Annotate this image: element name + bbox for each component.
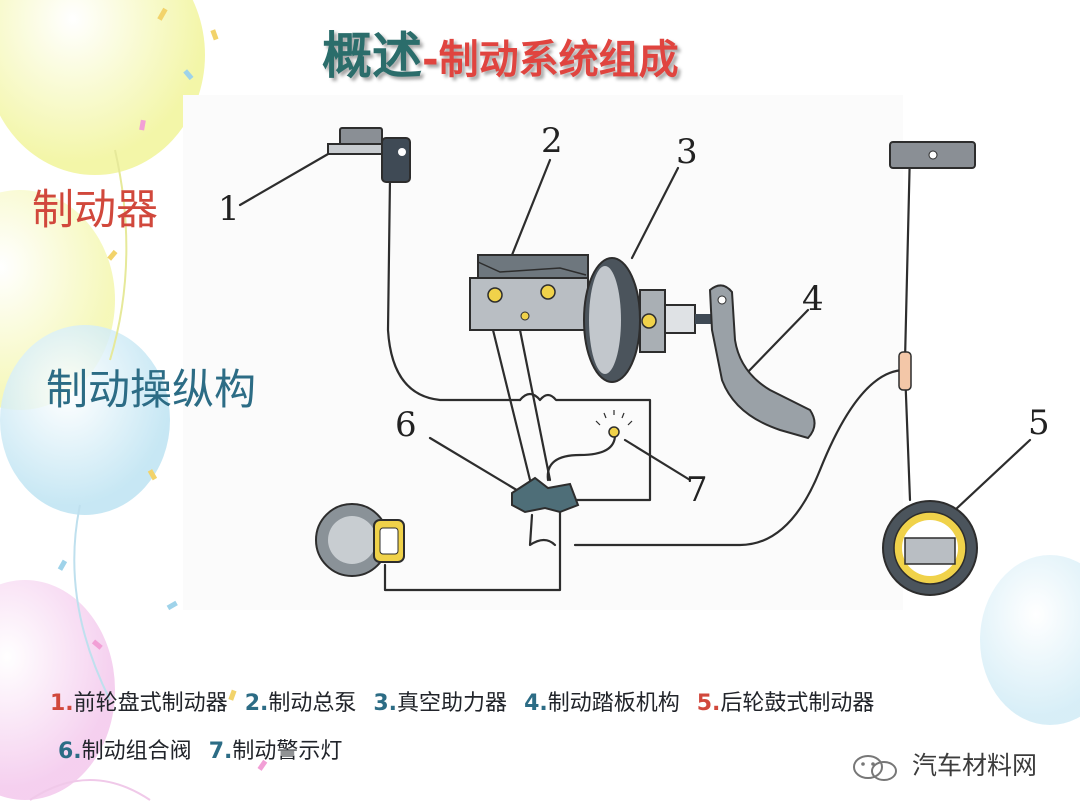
leader-7 — [623, 438, 692, 482]
legend-num-4: 4. — [524, 691, 548, 716]
label-control: 制动操纵构 — [46, 365, 257, 414]
watermark-text: 汽车材料网 — [911, 751, 1037, 780]
rear-drum-brake — [882, 500, 978, 596]
brake-line-front-top — [386, 176, 522, 402]
leader-6 — [428, 436, 522, 494]
legend-text-3: 真空助力器 — [397, 691, 508, 716]
brake-line-valve-down — [383, 508, 562, 592]
title-sub: 制动系统组成 — [438, 37, 679, 83]
legend-text-4: 制动踏板机构 — [547, 691, 680, 716]
diagram-number-5: 5 — [1028, 403, 1050, 443]
vacuum-booster — [583, 257, 720, 383]
brake-line-pump-1 — [491, 328, 532, 482]
legend-text-2: 制动总泵 — [268, 691, 357, 716]
leader-3 — [630, 166, 680, 260]
legend-text-5: 后轮鼓式制动器 — [720, 691, 875, 716]
title-main: 概述 — [322, 27, 422, 85]
diagram-number-7: 7 — [686, 470, 708, 510]
label-brake: 制动器 — [32, 185, 159, 234]
leader-2 — [508, 158, 552, 262]
pedal-mount — [889, 141, 976, 169]
legend-line-1: 1.前轮盘式制动器 2.制动总泵 3.真空助力器 4.制动踏板机构 5.后轮鼓式… — [50, 685, 884, 717]
brake-line-valve-left — [528, 513, 557, 547]
rear-line-fitting — [898, 351, 912, 391]
diagram-panel — [183, 95, 903, 610]
legend-text-6: 制动组合阀 — [81, 739, 192, 764]
legend-num-1: 1. — [50, 691, 74, 716]
diagram-number-2: 2 — [541, 121, 563, 161]
front-disc-brake — [315, 503, 405, 577]
legend-num-2: 2. — [244, 691, 269, 716]
legend-num-7: 7. — [208, 739, 233, 764]
diagram-number-6: 6 — [395, 405, 417, 445]
brake-line-rear — [573, 368, 907, 547]
watermark: 汽车材料网 — [848, 746, 1037, 783]
diagram-number-3: 3 — [676, 132, 698, 172]
leader-5 — [953, 438, 1032, 512]
brake-line-pump-2 — [518, 328, 552, 482]
wechat-icon — [853, 755, 897, 781]
leader-1 — [238, 148, 337, 207]
brake-line-pedal-up — [903, 148, 912, 362]
title-dash: - — [422, 37, 439, 83]
diagram-number-4: 4 — [802, 279, 824, 319]
diagram-number-1: 1 — [218, 189, 240, 229]
front-caliper-top — [327, 127, 411, 183]
legend-line-2: 6.制动组合阀 7.制动警示灯 — [58, 733, 352, 765]
brake-line-rear-down — [903, 368, 912, 502]
brake-pedal — [708, 284, 816, 440]
combination-valve — [511, 476, 580, 514]
lamp-wire — [546, 433, 617, 482]
brake-line-hump-a — [518, 392, 652, 502]
master-cylinder — [469, 254, 589, 331]
legend-num-3: 3. — [373, 691, 398, 716]
legend-num-5: 5. — [696, 691, 721, 716]
legend-text-7: 制动警示灯 — [232, 739, 343, 764]
leader-4 — [743, 308, 810, 377]
warning-lamp — [595, 410, 633, 438]
legend-num-6: 6. — [58, 739, 82, 764]
slide-title: 概述-制动系统组成 — [322, 16, 679, 86]
legend-text-1: 前轮盘式制动器 — [73, 691, 228, 716]
